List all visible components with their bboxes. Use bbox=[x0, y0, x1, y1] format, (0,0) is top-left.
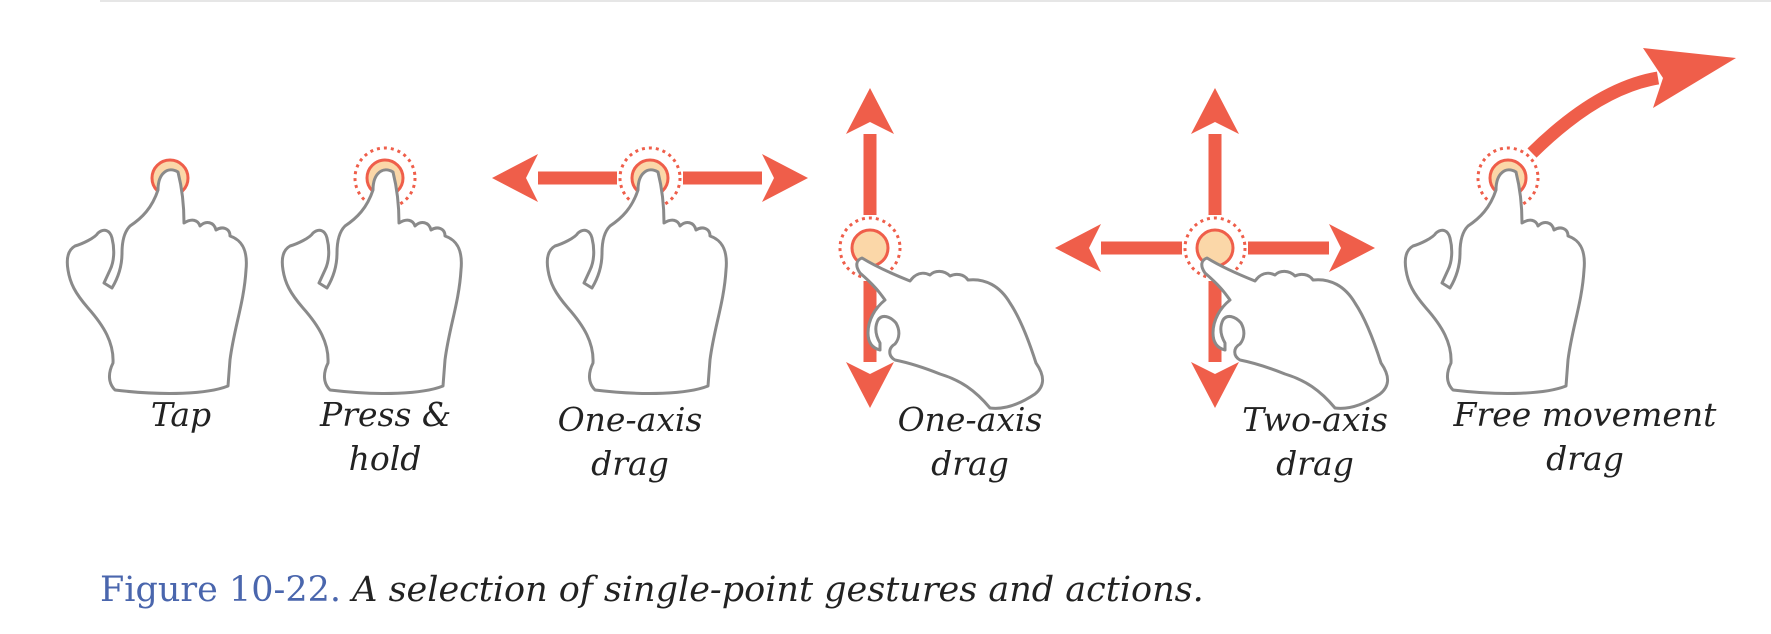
touch-point-one-axis-vertical bbox=[838, 216, 902, 280]
hand-free-movement bbox=[1403, 168, 1586, 395]
touch-point-two-axis bbox=[1183, 216, 1247, 280]
arrow-curved-up-right bbox=[1527, 48, 1736, 158]
hand-one-axis-vertical bbox=[855, 256, 1045, 410]
hand-two-axis bbox=[1200, 256, 1390, 410]
hand-press-hold bbox=[280, 168, 463, 395]
figure-caption: Figure 10-22. A selection of single-poin… bbox=[100, 568, 1204, 612]
hand-one-axis-horizontal bbox=[545, 168, 728, 395]
label-press-hold: Press &hold bbox=[320, 395, 452, 478]
caption-number: Figure 10-22. bbox=[100, 570, 342, 610]
top-rule bbox=[100, 0, 1771, 2]
arrow-right bbox=[683, 154, 808, 202]
arrow-up bbox=[846, 88, 894, 215]
label-tap: Tap bbox=[150, 395, 212, 434]
arrow-left bbox=[1055, 224, 1182, 272]
caption-text: A selection of single-point gestures and… bbox=[352, 570, 1204, 610]
hand-tap bbox=[65, 168, 248, 395]
arrow-left bbox=[492, 154, 617, 202]
arrow-up bbox=[1191, 88, 1239, 215]
arrow-right bbox=[1248, 224, 1375, 272]
